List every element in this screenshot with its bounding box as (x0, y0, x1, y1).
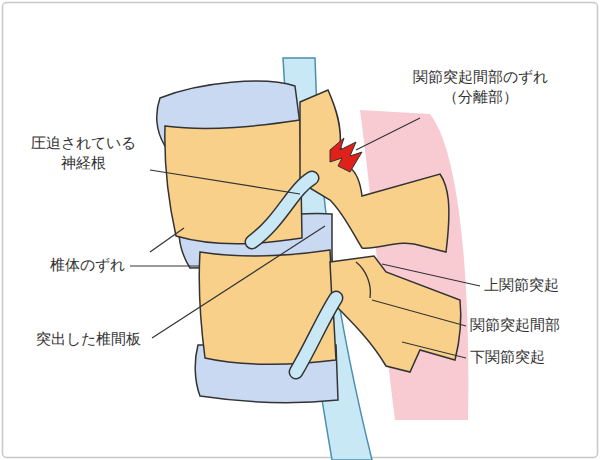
leader-line (402, 342, 466, 358)
part-label: 関節突起間部 (470, 316, 560, 336)
part-label: 椎体のずれ (50, 256, 125, 276)
leader-lines (130, 118, 480, 358)
leader-line (150, 228, 184, 252)
part-label: 突出した椎間板 (36, 330, 141, 350)
leader-line (152, 226, 325, 338)
nerve-root (296, 298, 336, 372)
leader-line (356, 118, 420, 150)
separation-zigzag (330, 138, 362, 172)
leader-line (382, 264, 480, 286)
part-label: 上関節突起 (484, 276, 559, 296)
part-label: 下関節突起 (470, 348, 545, 368)
leader-line (130, 265, 200, 266)
superior-facet-line (356, 262, 370, 298)
leader-line (150, 170, 300, 194)
nerve-root-outline (296, 298, 336, 372)
part-label: 圧迫されている 神経根 (26, 134, 140, 173)
upper-vertebral-body (165, 120, 302, 244)
lower-posterior-arch (330, 256, 461, 372)
leader-line (372, 300, 466, 326)
part-label: 関節突起間部のずれ （分離部） (408, 68, 552, 107)
